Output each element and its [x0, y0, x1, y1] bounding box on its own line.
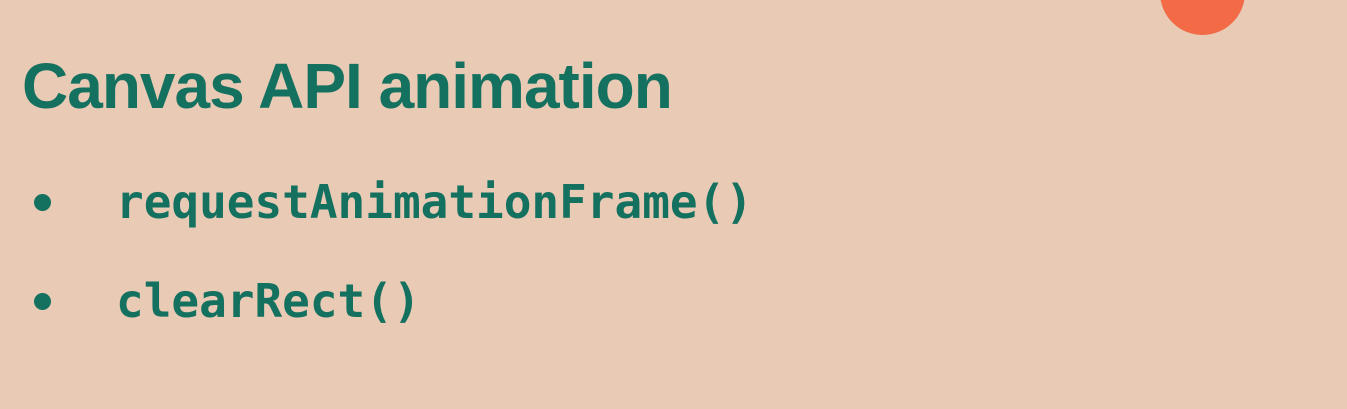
- bullet-item: clearRect(): [0, 271, 1000, 331]
- slide-title: Canvas API animation: [22, 50, 673, 122]
- decorative-circle: [1160, 0, 1245, 35]
- bullet-dot-icon: [34, 293, 51, 310]
- bullet-dot-icon: [34, 194, 51, 211]
- bullet-text: clearRect(): [116, 274, 421, 328]
- bullet-item: requestAnimationFrame(): [0, 172, 1000, 232]
- bullet-text: requestAnimationFrame(): [116, 175, 753, 229]
